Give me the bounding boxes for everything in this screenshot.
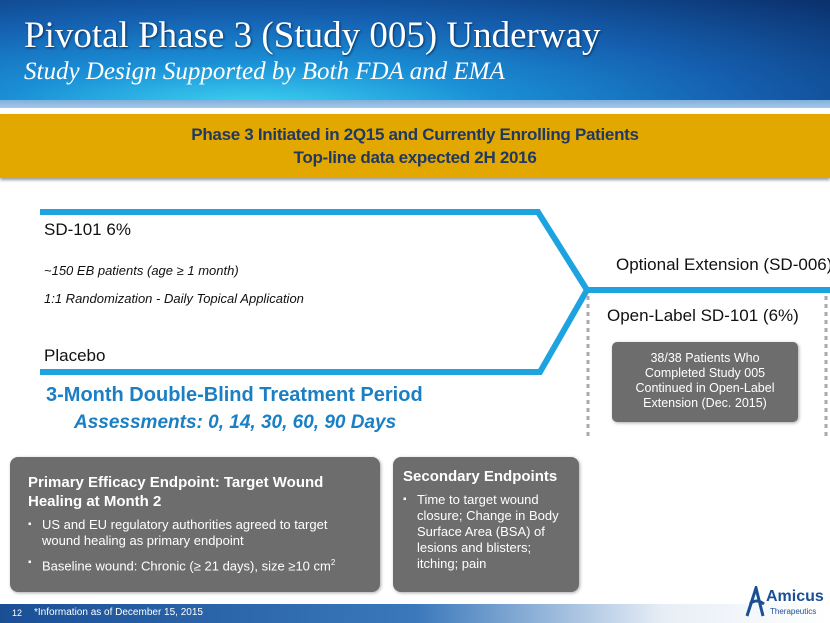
extension-note-box: 38/38 Patients Who Completed Study 005 C… (612, 342, 798, 422)
extension-label: Optional Extension (SD-006) (616, 255, 830, 274)
banner-line-1: Phase 3 Initiated in 2Q15 and Currently … (191, 125, 639, 144)
active-arm-line (40, 209, 590, 292)
secondary-bullet: Time to target wound closure; Change in … (403, 492, 571, 572)
primary-bullet-text: Baseline wound: Chronic (≥ 21 days), siz… (42, 558, 331, 574)
slide-subtitle: Study Design Supported by Both FDA and E… (24, 58, 505, 85)
amicus-logo-mark-icon (745, 586, 765, 617)
page-number: 12 (12, 608, 23, 618)
amicus-logo: Amicus Therapeutics (744, 586, 828, 620)
active-arm-label: SD-101 6% (44, 220, 131, 239)
logo-name: Amicus (766, 588, 824, 605)
secondary-endpoint-box: Secondary Endpoints Time to target wound… (393, 457, 579, 592)
footnote: *Information as of December 15, 2015 (34, 607, 203, 618)
header-strip (0, 100, 830, 108)
status-banner: Phase 3 Initiated in 2Q15 and Currently … (0, 114, 830, 178)
header-banner (0, 0, 830, 108)
secondary-endpoint-title: Secondary Endpoints (403, 468, 558, 485)
slide-title: Pivotal Phase 3 (Study 005) Underway (24, 15, 601, 56)
assessments-label: Assessments: 0, 14, 30, 60, 90 Days (74, 412, 397, 433)
banner-line-2: Top-line data expected 2H 2016 (293, 148, 537, 167)
primary-endpoint-box: Primary Efficacy Endpoint: Target Wound … (10, 457, 380, 592)
population-text: ~150 EB patients (age ≥ 1 month) (44, 263, 239, 278)
placebo-arm-label: Placebo (44, 346, 106, 365)
logo-subtitle: Therapeutics (770, 607, 817, 616)
primary-bullet: Baseline wound: Chronic (≥ 21 days), siz… (28, 555, 366, 574)
primary-bullet: US and EU regulatory authorities agreed … (28, 517, 366, 549)
randomization-text: 1:1 Randomization - Daily Topical Applic… (44, 291, 304, 306)
footer-bar (0, 604, 830, 623)
treatment-period-label: 3-Month Double-Blind Treatment Period (46, 384, 423, 406)
open-label-label: Open-Label SD-101 (6%) (607, 306, 799, 325)
primary-endpoint-title: Primary Efficacy Endpoint: Target Wound … (28, 474, 324, 510)
placebo-arm-line (40, 288, 590, 375)
superscript: 2 (330, 558, 336, 567)
